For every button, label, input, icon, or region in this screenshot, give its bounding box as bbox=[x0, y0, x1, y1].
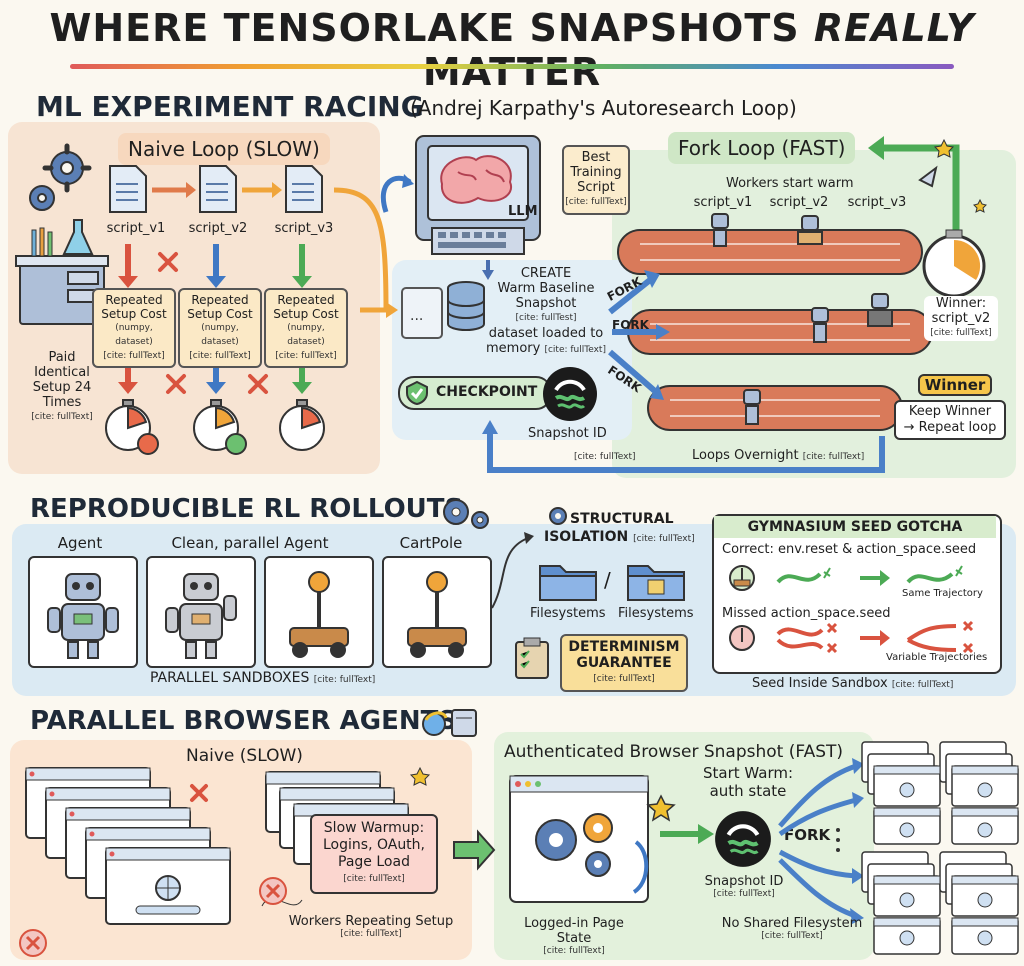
loops-overnight: Loops Overnight [cite: fullText] bbox=[692, 448, 865, 463]
fork-label: FORK bbox=[612, 318, 649, 332]
winner-note: Winner:script_v2 [cite: fullText] bbox=[924, 296, 998, 341]
fork-label: FORK bbox=[784, 826, 831, 844]
shield-check-icon bbox=[406, 380, 428, 406]
folder-icon bbox=[539, 565, 597, 601]
fork-script-label: script_v1 bbox=[693, 195, 753, 210]
script-label: script_v3 bbox=[274, 221, 334, 236]
fork-fan-arrows bbox=[778, 758, 864, 924]
agent-card bbox=[28, 556, 138, 668]
robot-icon bbox=[165, 573, 237, 659]
gear-icon bbox=[443, 499, 489, 529]
section1-subtitle: (Andrej Karpathy's Autoresearch Loop) bbox=[410, 96, 797, 120]
fork-script-label: script_v3 bbox=[847, 195, 907, 210]
fork-loop-title: Fork Loop (FAST) bbox=[668, 132, 856, 164]
snapshot-logo-icon bbox=[543, 367, 597, 421]
structural-isolation: STRUCTURAL ISOLATION [cite: fullText] bbox=[544, 511, 695, 545]
section3-title: PARALLEL BROWSER AGENTS bbox=[30, 706, 458, 736]
slash-separator: / bbox=[604, 568, 611, 592]
naive-slow-label: Naive (SLOW) bbox=[186, 746, 303, 766]
svg-text:...: ... bbox=[410, 308, 423, 324]
page-title: WHERE TENSORLAKE SNAPSHOTS REALLY MATTER bbox=[49, 6, 975, 94]
database-icon: ... bbox=[401, 260, 494, 339]
naive-loop-title: Naive Loop (SLOW) bbox=[118, 133, 330, 165]
auth-snapshot-title: Authenticated Browser Snapshot (FAST) bbox=[504, 742, 844, 762]
filesystems-label: Filesystems bbox=[618, 606, 694, 621]
no-shared-filesystem: No Shared Filesystem[cite: fullText] bbox=[721, 916, 863, 941]
loop-cite: [cite: fullText] bbox=[574, 452, 636, 462]
lab-desk-icon bbox=[15, 219, 109, 325]
gear-icon bbox=[29, 143, 92, 211]
x-circle-icon bbox=[259, 877, 287, 905]
logged-in-label: Logged-in Page State[cite: fullText] bbox=[524, 916, 624, 956]
gymnasium-box bbox=[712, 514, 1002, 674]
gym-missed: Missed action_space.seed bbox=[722, 606, 891, 621]
workers-repeating-setup: Workers Repeating Setup[cite: fullText] bbox=[288, 914, 454, 939]
llm-computer-icon bbox=[380, 135, 541, 255]
seed-inside-sandbox: Seed Inside Sandbox [cite: fullText] bbox=[752, 676, 954, 691]
snapshot-logo-icon bbox=[715, 811, 771, 867]
cartpole-card bbox=[264, 556, 374, 668]
gym-same-trajectory: Same Trajectory bbox=[902, 588, 983, 599]
fork-script-label: script_v2 bbox=[769, 195, 829, 210]
slow-warmup-note: Slow Warmup:Logins, OAuth, Page Load[cit… bbox=[310, 814, 438, 894]
green-arrow-icon bbox=[453, 829, 496, 871]
to-snapshot-arrow bbox=[660, 824, 714, 844]
keep-winner-note: Keep Winner→ Repeat loop bbox=[894, 400, 1006, 440]
workers-start-warm: Workers start warm bbox=[726, 176, 854, 191]
script-label: script_v1 bbox=[106, 221, 166, 236]
script-doc-icon bbox=[199, 165, 237, 213]
naive-loop-diagram bbox=[105, 165, 398, 455]
parallel-sandboxes-label: PARALLEL SANDBOXES [cite: fullText] bbox=[150, 670, 376, 686]
rl-card-label: Agent bbox=[57, 534, 103, 552]
cartpole-card bbox=[382, 556, 492, 668]
cartpole-icon bbox=[407, 571, 467, 658]
logged-in-window bbox=[509, 775, 649, 903]
title-underline bbox=[70, 64, 954, 69]
snapshot-id-label: Snapshot ID bbox=[528, 426, 607, 441]
browser-icon bbox=[422, 709, 477, 737]
filesystems-label: Filesystems bbox=[530, 606, 606, 621]
script-label: script_v2 bbox=[188, 221, 248, 236]
rl-card-label: Clean, parallel Agent bbox=[171, 534, 329, 552]
rl-card-label: CartPole bbox=[399, 534, 463, 552]
gymnasium-title: GYMNASIUM SEED GOTCHA bbox=[714, 516, 996, 538]
section2-title: REPRODUCIBLE RL ROLLOUTS bbox=[30, 494, 464, 524]
gym-variable-trajectories: Variable Trajectories bbox=[886, 652, 988, 663]
gear-icon bbox=[549, 507, 567, 525]
script-doc-icon bbox=[109, 165, 147, 213]
winner-badge: Winner bbox=[918, 374, 992, 396]
llm-label: LLM bbox=[508, 204, 538, 219]
folder-icon bbox=[627, 565, 685, 601]
naive-windows-stack bbox=[25, 767, 231, 925]
start-warm-label: Start Warm:auth state bbox=[702, 764, 794, 800]
isolation-arrows bbox=[491, 532, 534, 609]
script-doc-icon bbox=[285, 165, 323, 213]
gym-correct: Correct: env.reset & action_space.seed bbox=[722, 542, 977, 557]
parallel-agent-card bbox=[146, 556, 256, 668]
cartpole-icon bbox=[289, 571, 349, 658]
gym-trajectories bbox=[729, 565, 974, 654]
clipboard-icon bbox=[515, 637, 549, 679]
robot-icon bbox=[47, 573, 119, 659]
snapshot-id-label: Snapshot ID[cite: fullText] bbox=[704, 874, 784, 899]
star-icon bbox=[646, 794, 676, 822]
forked-windows bbox=[861, 741, 1019, 955]
section1-title: ML EXPERIMENT RACING bbox=[36, 90, 424, 123]
x-circle-icon bbox=[19, 929, 47, 957]
